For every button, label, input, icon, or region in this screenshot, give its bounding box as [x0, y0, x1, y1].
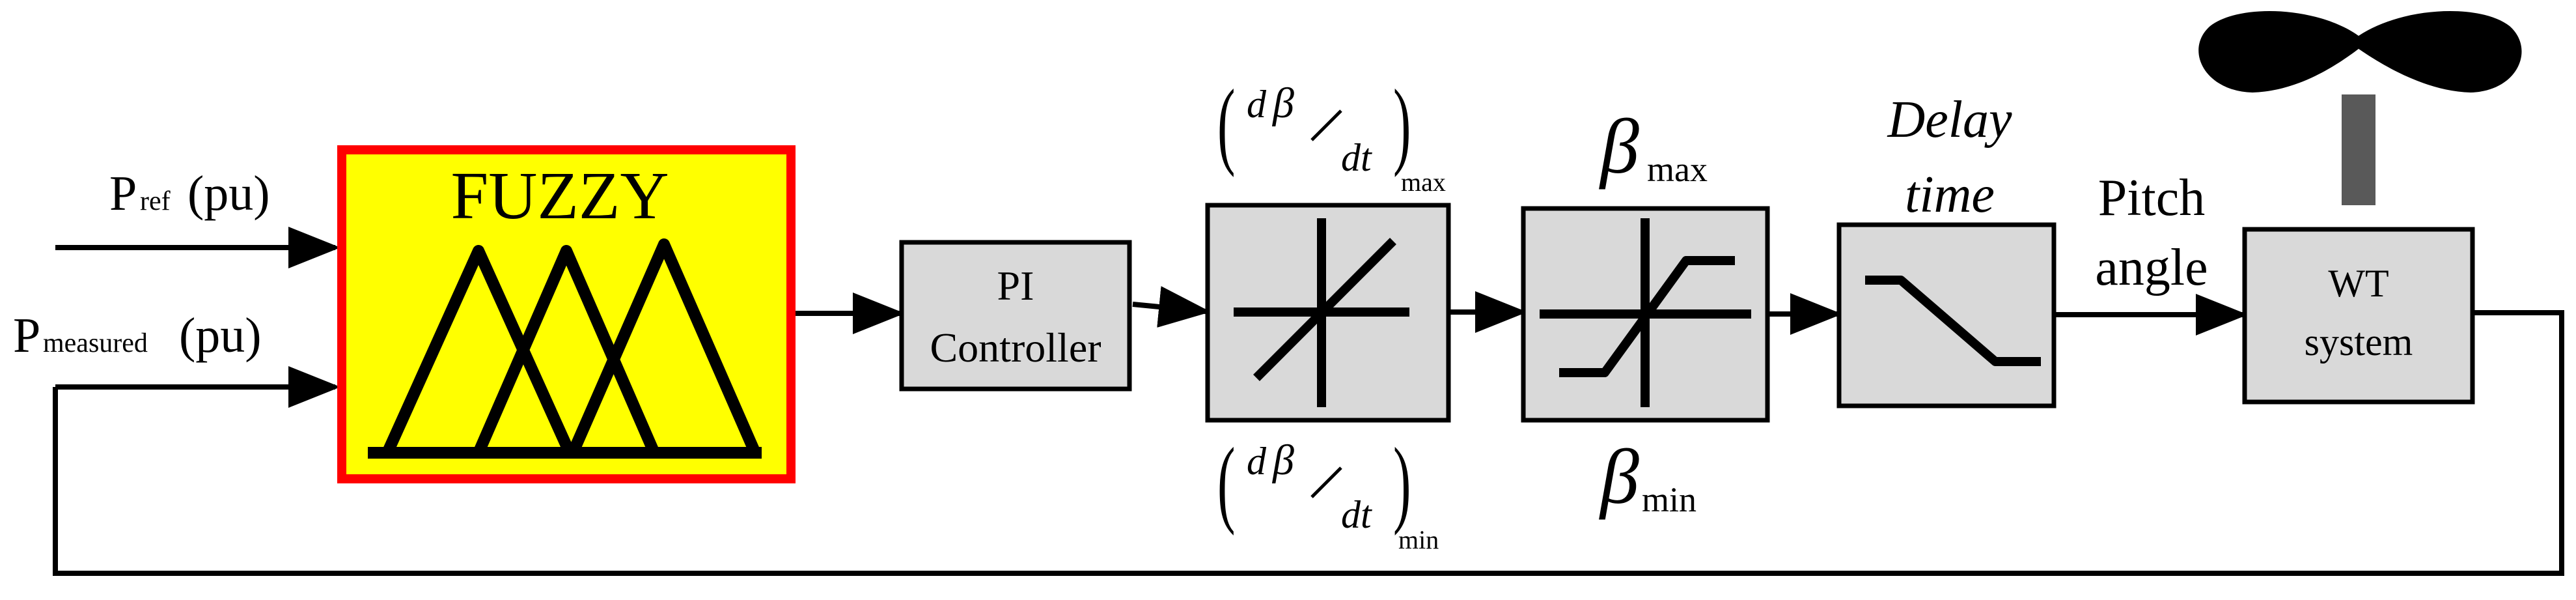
pi-to-rate-arrow — [1132, 286, 1211, 328]
rate-min-beta: β — [1271, 436, 1294, 484]
p-measured-sub: measured — [43, 328, 148, 358]
beta-min-label: β min — [1599, 433, 1697, 520]
p-ref-main: P — [109, 166, 137, 221]
turbine-tower — [2342, 94, 2375, 205]
rate-min-label: ( ) d β dt min — [1217, 428, 1439, 554]
fuzzy-title: FUZZY — [450, 158, 669, 233]
pitch-label-line1: Pitch — [2098, 169, 2205, 227]
feedback-line — [53, 310, 2564, 576]
rate-limiter-icon — [1234, 218, 1409, 407]
delay-label-line1: Delay — [1887, 91, 2012, 149]
beta-min-sub: min — [1642, 480, 1697, 519]
rate-limiter-block — [1205, 203, 1451, 423]
wt-system-box — [2242, 227, 2475, 405]
wt-system-block: WT system — [2242, 227, 2475, 405]
p-measured-unit: (pu) — [179, 308, 262, 363]
fuzzy-box — [337, 145, 796, 483]
rate-min-slash — [1310, 466, 1342, 498]
beta-max-symbol: β — [1599, 103, 1639, 190]
p-measured-label: P measured (pu) — [13, 308, 262, 363]
pi-label-line2: Controller — [930, 324, 1101, 371]
wind-turbine-icon — [2198, 11, 2522, 205]
p-ref-unit: (pu) — [187, 166, 270, 221]
p-ref-label: P ref (pu) — [109, 166, 270, 221]
rate-max-beta: β — [1271, 79, 1294, 127]
pitch-label-line2: angle — [2095, 239, 2208, 296]
saturation-icon — [1540, 218, 1751, 407]
delay-block — [1836, 222, 2057, 408]
pi-controller-box — [899, 240, 1132, 392]
beta-max-sub: max — [1647, 150, 1708, 189]
rate-min-sub: min — [1398, 525, 1439, 554]
rate-min-dt: dt — [1341, 493, 1372, 536]
fuzzy-block: FUZZY — [337, 145, 796, 483]
pi-label-line1: PI — [997, 263, 1034, 309]
wt-label-line2: system — [2305, 321, 2413, 364]
rate-max-label: ( ) d β dt max — [1217, 70, 1446, 197]
turbine-blades — [2198, 11, 2522, 93]
rate-max-slash — [1310, 109, 1342, 141]
wt-label-line1: WT — [2328, 262, 2389, 305]
rate-min-rparen: ) — [1393, 428, 1411, 536]
pi-controller-block: PI Controller — [899, 240, 1132, 392]
p-measured-main: P — [13, 308, 40, 363]
beta-min-symbol: β — [1599, 433, 1639, 520]
rate-max-lparen: ( — [1217, 70, 1235, 178]
rate-min-d: d — [1247, 440, 1267, 483]
rate-max-rparen: ) — [1393, 70, 1411, 178]
beta-max-label: β max — [1599, 103, 1708, 190]
rate-max-d: d — [1247, 83, 1267, 126]
saturation-block — [1521, 206, 1770, 423]
p-ref-sub: ref — [140, 186, 171, 216]
rate-max-sub: max — [1401, 167, 1446, 197]
delay-icon — [1865, 276, 2041, 366]
membership-functions-icon — [368, 238, 762, 459]
rate-max-dt: dt — [1341, 136, 1372, 179]
delay-label-line2: time — [1905, 166, 1995, 223]
rate-min-lparen: ( — [1217, 428, 1235, 536]
